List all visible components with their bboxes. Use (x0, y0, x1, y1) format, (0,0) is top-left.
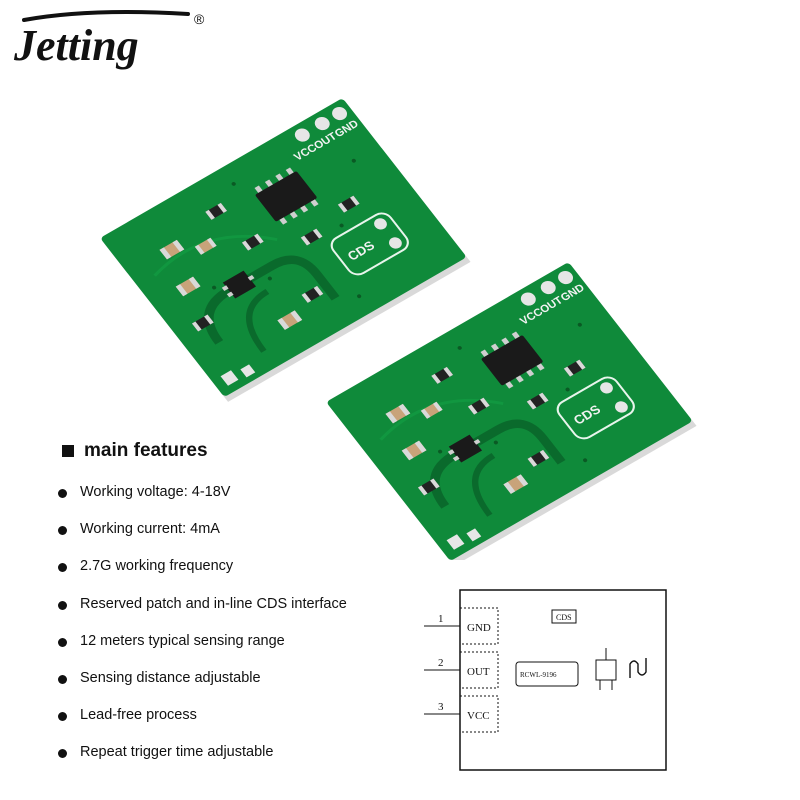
bullet-icon (58, 563, 67, 573)
antenna-symbol (629, 658, 647, 678)
logo-swoosh (22, 10, 190, 22)
bullet-icon (58, 712, 67, 722)
features-heading: main features (62, 440, 208, 462)
list-item: 2.7G working frequency (58, 558, 347, 595)
pin-label-gnd: GND (467, 622, 491, 634)
list-item: Reserved patch and in-line CDS interface (58, 596, 347, 633)
pcb-board-left: VCC OUT GND CDS (100, 98, 471, 402)
bullet-icon (58, 526, 67, 536)
list-item: Repeat trigger time adjustable (58, 744, 347, 781)
list-item: Working current: 4mA (58, 521, 347, 558)
schematic-chip (515, 661, 579, 687)
bullet-icon (58, 489, 67, 498)
list-item: 12 meters typical sensing range (58, 633, 347, 670)
schematic-outline (459, 589, 667, 771)
square-bullet-icon (62, 445, 74, 457)
pin-number-2: 2 (438, 657, 444, 669)
pin-label-vcc: VCC (467, 710, 490, 722)
pcb-board-right: VCC OUT GND CDS (326, 262, 697, 560)
bullet-icon (58, 637, 67, 647)
module-schematic: 1 2 3 GND OUT VCC CDS RCWL-9196 (424, 589, 667, 771)
schematic-cds-box (551, 609, 577, 624)
radar-module-boards: VCC OUT GND CDS VCC OUT GND CDS (0, 0, 800, 560)
pin-label-out: OUT (467, 666, 490, 678)
pin-number-1: 1 (438, 613, 444, 625)
features-title-text: main features (84, 440, 208, 461)
schematic-chip-label: RCWL-9196 (520, 671, 557, 679)
list-item: Working voltage: 4-18V (58, 484, 347, 521)
bullet-icon (58, 749, 67, 759)
schematic-cds-label: CDS (556, 613, 572, 622)
registered-mark: ® (194, 11, 205, 27)
pin-number-3: 3 (438, 701, 444, 713)
bullet-icon (58, 674, 67, 684)
list-item: Lead-free process (58, 707, 347, 744)
feature-list: Working voltage: 4-18V Working current: … (58, 484, 347, 782)
logo-text: Jetting (13, 21, 139, 70)
jetting-logo: Jetting ® (13, 10, 205, 70)
bullet-icon (58, 600, 67, 610)
list-item: Sensing distance adjustable (58, 670, 347, 707)
